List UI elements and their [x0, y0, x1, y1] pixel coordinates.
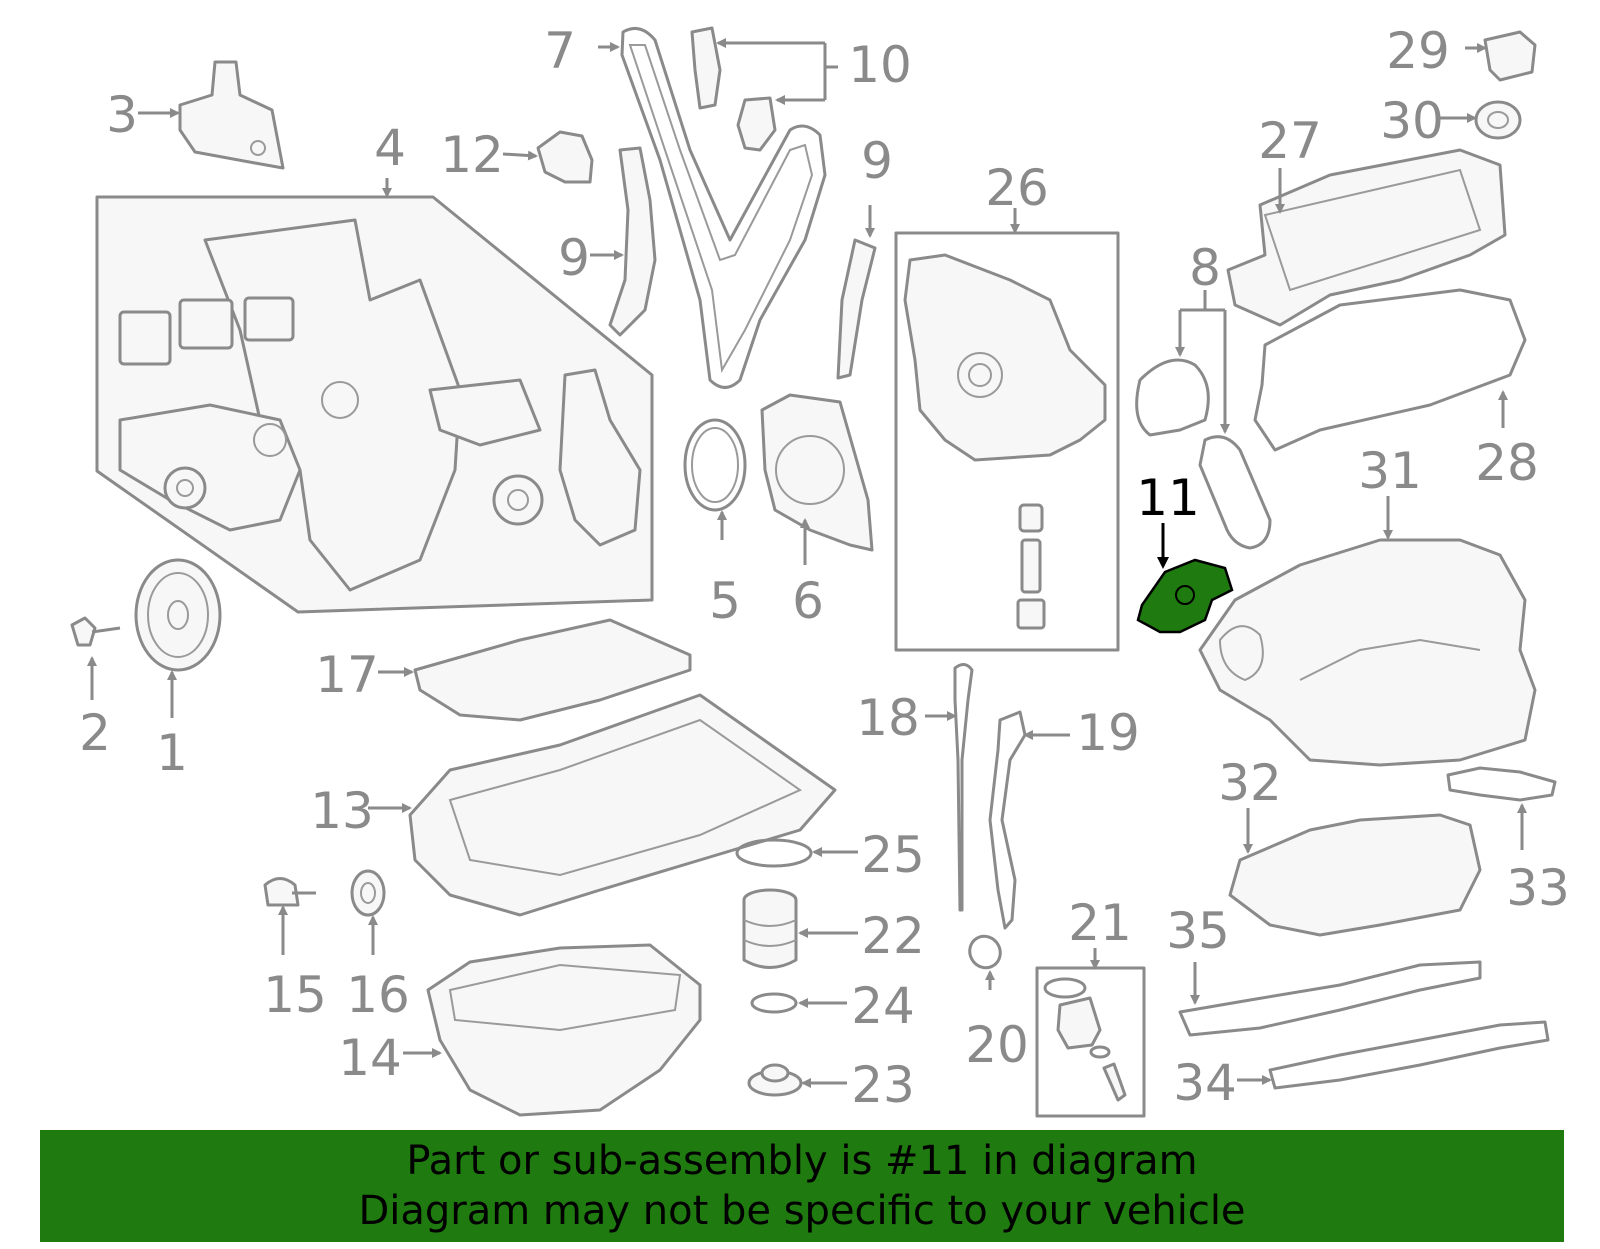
callout-3: 3	[106, 86, 138, 144]
part-33-gasket	[1446, 766, 1557, 802]
callout-14: 14	[338, 1029, 402, 1087]
part-12-bracket	[536, 130, 594, 184]
callout-15: 15	[263, 966, 327, 1024]
callout-2: 2	[79, 704, 111, 762]
part-4-timing-cover-group	[95, 195, 654, 614]
part-32-manifold	[1228, 813, 1482, 937]
part-10-tensioner-lower	[736, 96, 777, 152]
part-6-rear-cover	[760, 393, 874, 552]
callout-1: 1	[156, 724, 188, 782]
part-10-tensioner-upper	[690, 26, 722, 110]
part-3-bracket	[178, 60, 285, 170]
part-16-washer	[350, 869, 386, 917]
part-11-highlighted	[1136, 558, 1234, 634]
callout-9a: 9	[558, 229, 590, 287]
part-27-valve-cover	[1226, 148, 1507, 327]
part-15-drain-plug	[263, 877, 316, 907]
callout-16: 16	[346, 966, 410, 1024]
callout-19: 19	[1076, 704, 1140, 762]
callout-25: 25	[861, 826, 925, 884]
part-14-oil-pan-lower	[426, 943, 702, 1117]
callout-32: 32	[1218, 754, 1282, 812]
part-29-oil-filler-cap	[1483, 30, 1537, 82]
part-2-bolt	[70, 616, 121, 647]
part-1-pulley	[134, 558, 222, 672]
banner-line-2: Diagram may not be specific to your vehi…	[358, 1188, 1246, 1234]
callout-10: 10	[848, 36, 912, 94]
callout-21: 21	[1068, 894, 1132, 952]
callout-8: 8	[1189, 239, 1221, 297]
part-17-baffle	[413, 618, 692, 722]
callout-5: 5	[709, 572, 741, 630]
callout-13: 13	[310, 782, 374, 840]
part-20-o-ring	[968, 934, 1002, 970]
callout-29: 29	[1386, 22, 1450, 80]
part-18-dipstick	[953, 663, 974, 912]
part-13-oil-pan-upper	[408, 693, 837, 917]
callout-35: 35	[1166, 902, 1230, 960]
callout-7: 7	[544, 22, 576, 80]
callout-24: 24	[851, 977, 915, 1035]
callout-23: 23	[851, 1056, 915, 1114]
callout-17: 17	[315, 646, 379, 704]
part-35-manifold-gasket	[1178, 960, 1482, 1037]
callout-27: 27	[1258, 112, 1322, 170]
callout-31: 31	[1358, 442, 1422, 500]
part-19-dipstick-tube	[988, 710, 1027, 930]
callout-30: 30	[1380, 92, 1444, 150]
callout-11: 11	[1136, 469, 1200, 527]
part-26-oil-pump-group	[894, 231, 1120, 652]
part-22-oil-filter-cap	[742, 888, 798, 969]
callout-9b: 9	[861, 132, 893, 190]
callout-28: 28	[1475, 434, 1539, 492]
part-31-intake-manifold	[1198, 538, 1537, 767]
part-8-gasket-upper	[1135, 358, 1210, 437]
part-9-chain-guide-left	[608, 146, 657, 337]
callout-18: 18	[856, 689, 920, 747]
part-5-seal	[683, 418, 747, 512]
part-34-manifold-gasket	[1268, 1020, 1550, 1090]
callout-4: 4	[374, 119, 406, 177]
part-30-seal	[1474, 100, 1522, 140]
part-25-o-ring	[735, 838, 813, 868]
part-7-timing-chain	[620, 26, 827, 389]
callout-20: 20	[965, 1016, 1029, 1074]
callout-6: 6	[792, 572, 824, 630]
banner-line-1: Part or sub-assembly is #11 in diagram	[406, 1138, 1198, 1184]
callout-26: 26	[985, 159, 1049, 217]
part-8-gasket-lower	[1198, 435, 1272, 550]
part-23-plug	[747, 1063, 803, 1097]
callout-33: 33	[1506, 859, 1570, 917]
part-21-oil-filter-group	[1035, 966, 1146, 1118]
part-24-o-ring	[750, 992, 798, 1014]
part-28-valve-cover-gasket	[1253, 288, 1527, 452]
callout-22: 22	[861, 907, 925, 965]
leader-lines	[87, 38, 1527, 1088]
part-9-chain-guide-right	[836, 238, 877, 380]
callout-12: 12	[440, 126, 504, 184]
callout-34: 34	[1173, 1054, 1237, 1112]
notice-banner: Part or sub-assembly is #11 in diagram D…	[40, 1130, 1564, 1242]
banner-background	[40, 1130, 1564, 1242]
